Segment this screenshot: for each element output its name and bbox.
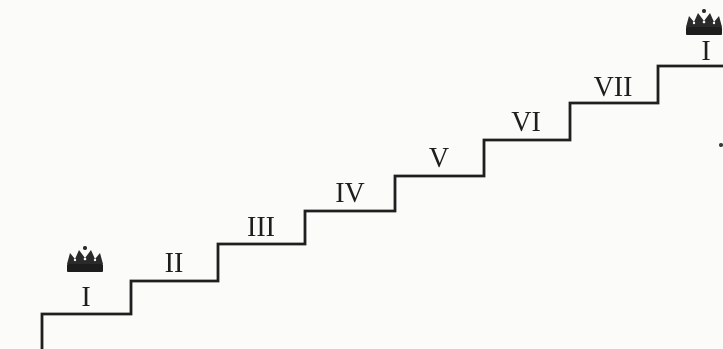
step-label-4: IV bbox=[335, 178, 365, 209]
step-label-3: III bbox=[247, 212, 275, 243]
crown-icon bbox=[686, 9, 722, 35]
staircase-outline bbox=[40, 64, 723, 349]
step-label-6: VI bbox=[511, 107, 541, 138]
step-label-8: I bbox=[701, 36, 710, 67]
step-label-7: VII bbox=[594, 72, 633, 103]
step-label-5: V bbox=[429, 143, 449, 174]
step-label-2: II bbox=[165, 248, 184, 279]
edge-mark bbox=[719, 143, 723, 147]
crown-icon bbox=[67, 246, 103, 272]
step-label-1: I bbox=[81, 282, 90, 313]
